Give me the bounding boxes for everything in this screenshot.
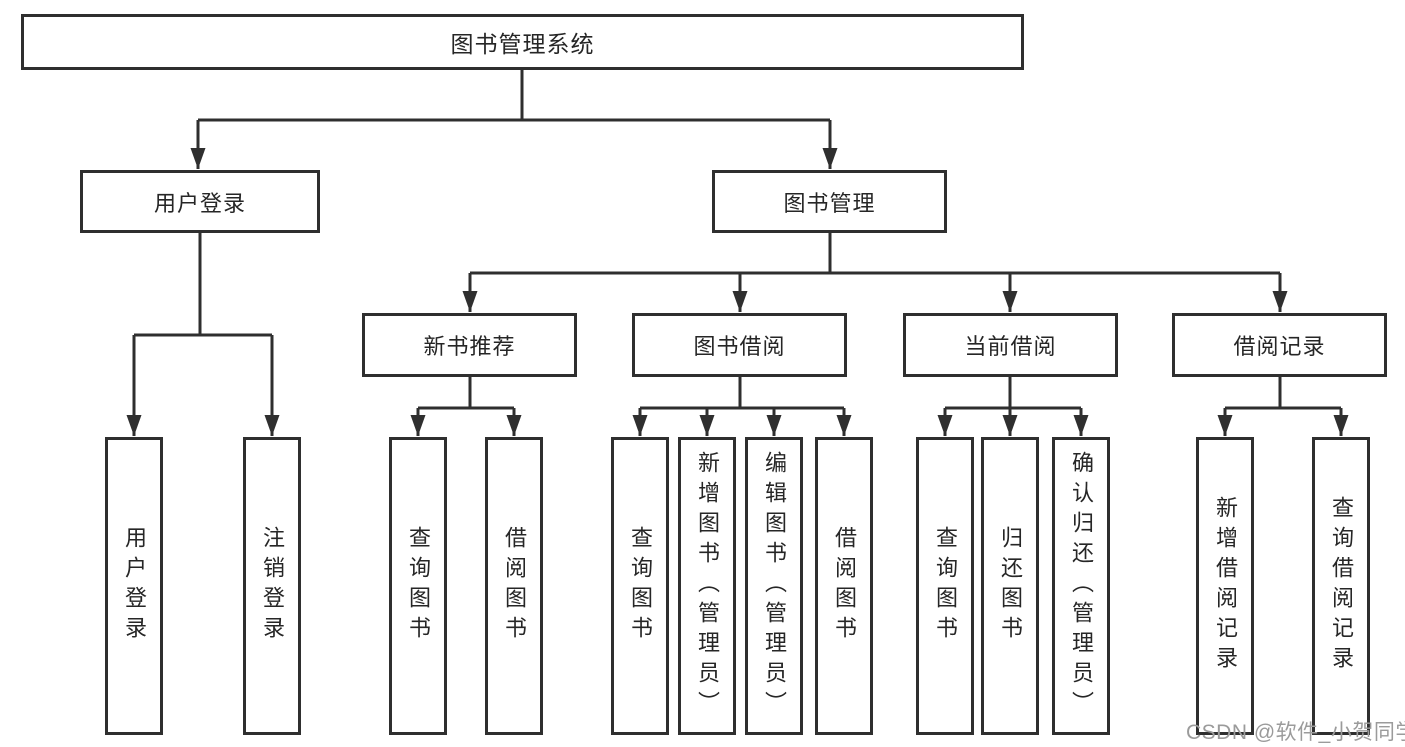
leaf-current-return-books: 归还图书	[981, 437, 1039, 735]
leaf-user-login: 用户登录	[105, 437, 163, 735]
node-book-management-label: 图书管理	[783, 190, 876, 216]
node-user-login-label: 用户登录	[153, 190, 246, 216]
leaf-recommend-borrow-books-label: 借阅图书	[502, 526, 527, 646]
node-new-book-recommendation-label: 新书推荐	[423, 334, 516, 359]
leaf-current-confirm-return-admin: 确认归还（管理员）	[1052, 437, 1110, 735]
node-book-management: 图书管理	[712, 170, 947, 233]
leaf-borrow-add-book-admin: 新增图书（管理员）	[678, 437, 736, 735]
leaf-current-return-books-label: 归还图书	[998, 526, 1023, 646]
node-current-borrowing: 当前借阅	[903, 313, 1118, 377]
leaf-user-login-label: 用户登录	[122, 526, 147, 646]
csdn-watermark: CSDN @软件_小贺同学	[1186, 721, 1405, 744]
node-borrowing-records-label: 借阅记录	[1233, 334, 1326, 359]
leaf-records-add-record: 新增借阅记录	[1196, 437, 1254, 735]
node-borrowing-records: 借阅记录	[1172, 313, 1387, 377]
leaf-records-query-record-label: 查询借阅记录	[1329, 496, 1354, 676]
node-book-borrowing: 图书借阅	[632, 313, 847, 377]
node-user-login: 用户登录	[80, 170, 320, 233]
leaf-current-query-books-label: 查询图书	[933, 526, 958, 646]
node-current-borrowing-label: 当前借阅	[964, 334, 1057, 359]
leaf-records-query-record: 查询借阅记录	[1312, 437, 1370, 735]
leaf-records-add-record-label: 新增借阅记录	[1213, 496, 1238, 676]
node-library-system-label: 图书管理系统	[450, 31, 595, 57]
leaf-current-confirm-return-admin-label: 确认归还（管理员）	[1069, 451, 1094, 721]
leaf-borrow-add-book-admin-label: 新增图书（管理员）	[695, 451, 720, 721]
node-new-book-recommendation: 新书推荐	[362, 313, 577, 377]
leaf-current-query-books: 查询图书	[916, 437, 974, 735]
leaf-borrow-edit-book-admin: 编辑图书（管理员）	[745, 437, 803, 735]
leaf-recommend-borrow-books: 借阅图书	[485, 437, 543, 735]
leaf-borrow-query-books: 查询图书	[611, 437, 669, 735]
leaf-logout: 注销登录	[243, 437, 301, 735]
leaf-recommend-query-books-label: 查询图书	[406, 526, 431, 646]
leaf-borrow-borrow-books: 借阅图书	[815, 437, 873, 735]
leaf-recommend-query-books: 查询图书	[389, 437, 447, 735]
node-library-system: 图书管理系统	[21, 14, 1024, 70]
leaf-borrow-borrow-books-label: 借阅图书	[832, 526, 857, 646]
leaf-borrow-query-books-label: 查询图书	[628, 526, 653, 646]
node-book-borrowing-label: 图书借阅	[693, 334, 786, 359]
leaf-borrow-edit-book-admin-label: 编辑图书（管理员）	[762, 451, 787, 721]
leaf-logout-label: 注销登录	[260, 526, 285, 646]
